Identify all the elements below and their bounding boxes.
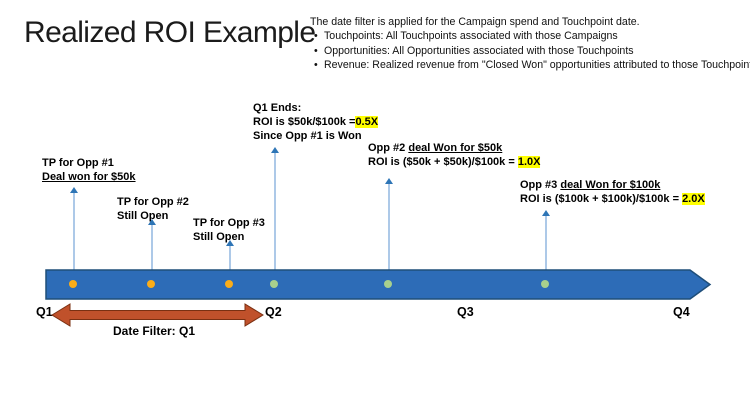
roi-value-highlight: 1.0X [517,156,541,169]
annotation-line: TP for Opp #3 [193,217,265,229]
up-arrowhead-icon [69,187,78,193]
annotation-line: Still Open [117,210,169,223]
annotation-opp3-won: Opp #3 deal Won for $100k ROI is ($100k … [520,178,705,206]
connector-line [150,225,153,270]
annotation-line: Deal won for $50k [42,171,136,184]
annotation-line: Opp #3 deal Won for $100k [520,178,705,192]
dot-opp2-won [384,280,392,288]
connector-line [228,246,231,270]
timeline-bar-shape [45,269,712,300]
connector-arrow-tp3 [225,240,234,270]
connector-arrow-tp1 [69,187,78,270]
dot-opp3-won [541,280,549,288]
quarter-label-q3: Q3 [457,305,474,319]
timeline-bar [45,269,712,300]
up-arrowhead-icon [225,240,234,246]
connector-line [544,216,547,270]
roi-formula: ROI is $50k/$100k = [253,116,356,129]
roi-value-highlight: 0.5X [355,116,379,129]
quarter-label-q1: Q1 [36,305,53,319]
quarter-label-q4: Q4 [673,305,690,319]
up-arrowhead-icon [147,219,156,225]
connector-arrow-tp2 [147,219,156,270]
date-filter-range-arrow [51,303,264,327]
roi-value-highlight: 2.0X [682,193,705,206]
annotation-line: TP for Opp #2 [117,196,189,208]
quarter-label-q2: Q2 [265,305,282,319]
roi-formula: ROI is ($100k + $100k)/$100k = [520,193,683,206]
date-filter-label: Date Filter: Q1 [113,324,196,338]
dot-tp-opp1 [69,280,77,288]
annotation-text: Opp #2 [368,142,409,154]
roi-formula: ROI is ($50k + $50k)/$100k = [368,156,518,169]
annotation-opp2-won: Opp #2 deal Won for $50k ROI is ($50k + … [368,141,541,169]
annotation-q1-ends: Q1 Ends: ROI is $50k/$100k =0.5X Since O… [253,101,379,144]
annotation-line: Q1 Ends: [253,102,302,114]
annotation-text: Opp #3 [520,179,561,191]
annotation-line: ROI is ($100k + $100k)/$100k = 2.0X [520,192,705,206]
annotation-tp-opp2: TP for Opp #2 Still Open [117,195,189,223]
annotation-line: ROI is $50k/$100k =0.5X [253,115,379,129]
info-note: The date filter is applied for the Campa… [310,15,750,73]
up-arrowhead-icon [384,178,393,184]
info-bullet-opportunities: Opportunities: All Opportunities associa… [310,44,748,59]
dot-tp-opp3 [225,280,233,288]
up-arrowhead-icon [270,147,279,153]
connector-line [387,184,390,270]
connector-line [273,153,276,270]
annotation-line: TP for Opp #1 [42,157,114,169]
annotation-line: Opp #2 deal Won for $50k [368,141,540,155]
connector-arrow-q1-end [270,147,279,270]
annotation-underlined-text: deal Won for $100k [560,179,661,191]
info-intro: The date filter is applied for the Campa… [310,16,640,28]
info-bullet-touchpoints: Touchpoints: All Touchpoints associated … [310,29,748,44]
annotation-line: ROI is ($50k + $50k)/$100k = 1.0X [368,155,541,169]
annotation-tp-opp1: TP for Opp #1 Deal won for $50k [42,156,136,184]
dot-tp-opp2 [147,280,155,288]
connector-arrow-opp3 [541,210,550,270]
page-title: Realized ROI Example [24,16,316,49]
info-bullet-list: Touchpoints: All Touchpoints associated … [310,29,750,73]
annotation-line: Since Opp #1 is Won [253,130,362,143]
double-arrow-shape [51,303,264,327]
connector-arrow-opp2 [384,178,393,270]
info-bullet-revenue: Revenue: Realized revenue from "Closed W… [310,58,750,73]
connector-line [72,193,75,270]
dot-q1-end [270,280,278,288]
annotation-underlined-text: deal Won for $50k [408,142,503,154]
up-arrowhead-icon [541,210,550,216]
